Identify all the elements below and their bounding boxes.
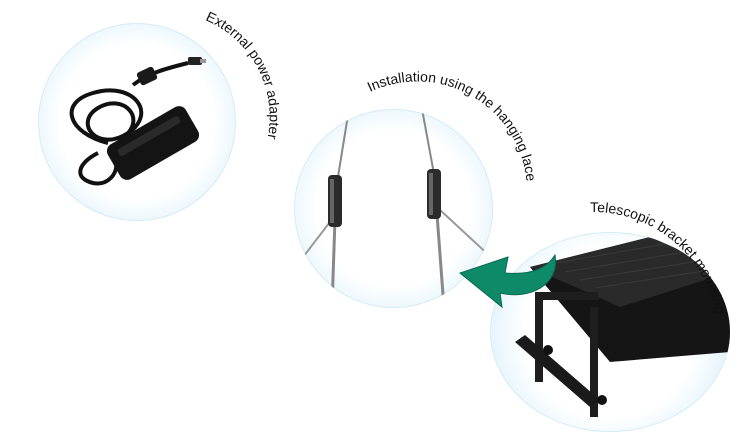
- adapter-bubble: [38, 23, 236, 221]
- arrow-icon: [458, 253, 556, 309]
- power-adapter-image: [69, 57, 206, 186]
- adapter-label: External power adapter: [204, 8, 283, 141]
- hanging-bubble: [294, 109, 493, 308]
- bracket-label: Telescopic bracket mounting: [590, 199, 729, 315]
- bracket-bubble: [490, 232, 730, 432]
- telescopic-bracket-image: [515, 237, 730, 417]
- hanging-label: Installation using the hanging lace: [365, 68, 540, 182]
- hanging-lace-image: [294, 109, 493, 308]
